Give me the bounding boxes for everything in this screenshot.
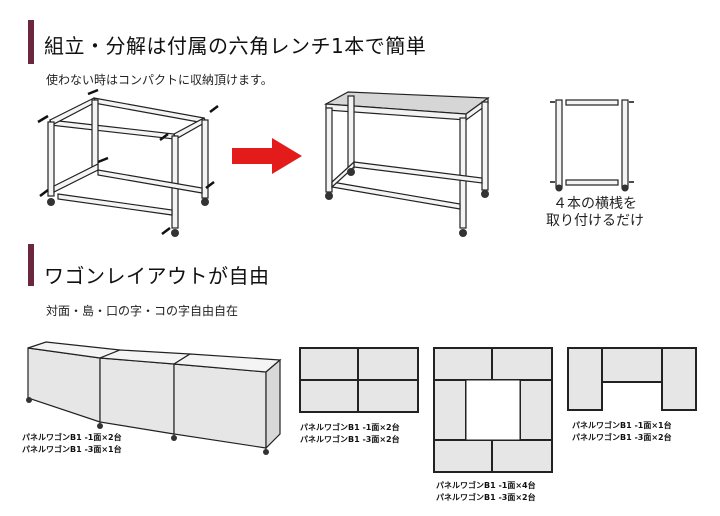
cross-bars-illustration [550, 99, 634, 192]
assembled-wagon-illustration [323, 91, 490, 237]
section-subtitle-layouts: 対面・島・口の字・コの字自由自在 [46, 304, 239, 318]
section-title-layout: ワゴンレイアウトが自由 [44, 264, 270, 288]
layout-4-caption: パネルワゴンB1 -1面×1台 パネルワゴンB1 -3面×2台 [572, 420, 672, 444]
section-accent-bar [28, 20, 34, 64]
layout-2-caption-line-1: パネルワゴンB1 -1面×2台 [300, 423, 400, 432]
layout-4-caption-line-1: パネルワゴンB1 -1面×1台 [572, 421, 672, 430]
layout-island-illustration [299, 347, 419, 413]
layout-1-caption: パネルワゴンB1 -1面×2台 パネルワゴンB1 -3面×1台 [22, 432, 122, 456]
cross-bars-note-line-2: 取り付けるだけ [546, 213, 644, 229]
section-title-assembly: 組立・分解は付属の六角レンチ1本で簡単 [44, 34, 427, 58]
layout-face-to-face-illustration [26, 341, 282, 455]
layout-1-caption-line-1: パネルワゴンB1 -1面×2台 [22, 433, 122, 442]
layout-square-ring-illustration [433, 347, 553, 473]
cross-bars-note: ４本の横桟を 取り付けるだけ [540, 196, 650, 230]
layout-3-caption: パネルワゴンB1 -1面×4台 パネルワゴンB1 -3面×2台 [436, 480, 536, 504]
section-accent-bar [28, 244, 34, 286]
cross-bars-note-line-1: ４本の横桟を [553, 196, 637, 212]
layout-3-caption-line-2: パネルワゴンB1 -3面×2台 [436, 493, 536, 502]
section-subtitle-storage: 使わない時はコンパクトに収納頂けます。 [46, 73, 273, 87]
layout-u-shape-illustration [567, 347, 697, 411]
arrow-right-icon [232, 138, 302, 174]
frame-assembly-illustration [37, 88, 219, 237]
layout-1-caption-line-2: パネルワゴンB1 -3面×1台 [22, 445, 122, 454]
layout-2-caption-line-2: パネルワゴンB1 -3面×2台 [300, 435, 400, 444]
layout-3-caption-line-1: パネルワゴンB1 -1面×4台 [436, 481, 536, 490]
layout-2-caption: パネルワゴンB1 -1面×2台 パネルワゴンB1 -3面×2台 [300, 422, 400, 446]
layout-4-caption-line-2: パネルワゴンB1 -3面×2台 [572, 433, 672, 442]
